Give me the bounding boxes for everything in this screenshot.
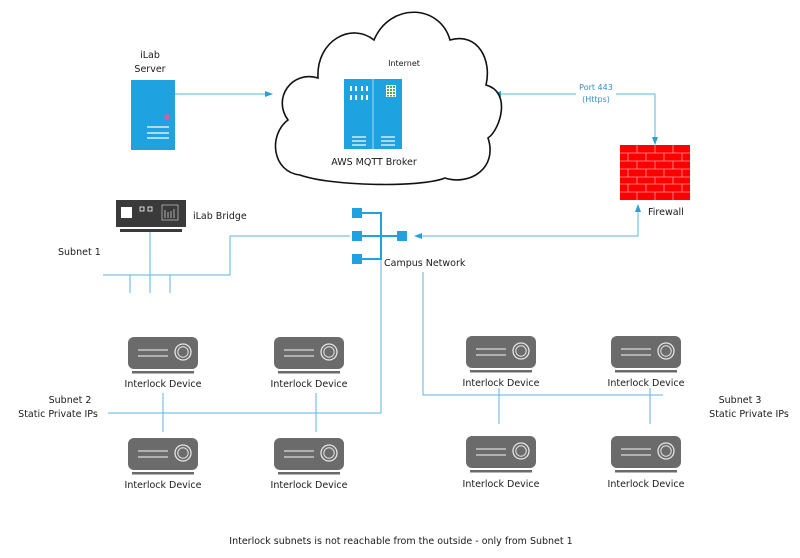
ilab-server-label-line2: Server xyxy=(134,64,165,75)
projector-device-icon xyxy=(610,435,682,474)
projector-device-icon xyxy=(273,437,345,476)
footer-note: Interlock subnets is not reachable from … xyxy=(229,536,572,547)
projector-device-icon xyxy=(127,336,199,375)
internet-label: Internet xyxy=(388,59,420,68)
subnet2-label-line2: Static Private IPs xyxy=(18,409,98,420)
device-label: Interlock Device xyxy=(608,378,685,389)
device-label: Interlock Device xyxy=(608,479,685,490)
server-rack-icon xyxy=(344,79,402,149)
interlock-device: Interlock Device xyxy=(608,435,685,490)
bridge-label: iLab Bridge xyxy=(193,211,247,222)
campus-network-label: Campus Network xyxy=(384,258,466,269)
interlock-device: Interlock Device xyxy=(608,335,685,389)
interlock-device: Interlock Device xyxy=(463,335,540,389)
port-label-line1: Port 443 xyxy=(579,83,613,92)
device-label: Interlock Device xyxy=(125,480,202,491)
subnet1-bus xyxy=(103,235,350,276)
server-icon xyxy=(131,80,175,150)
device-label: Interlock Device xyxy=(271,379,348,390)
interlock-device: Interlock Device xyxy=(463,435,540,490)
interlock-device: Interlock Device xyxy=(271,336,348,390)
interlock-device: Interlock Device xyxy=(125,336,202,390)
ilab-server: iLab Server xyxy=(131,50,175,150)
switch-to-firewall-link xyxy=(415,204,641,237)
subnet2-label-line1: Subnet 2 xyxy=(49,395,92,406)
projector-device-icon xyxy=(465,435,537,474)
internet-cloud: Internet AWS MQTT Broker xyxy=(274,11,503,186)
subnet3-bus xyxy=(422,272,663,396)
bridge-device-icon xyxy=(116,200,186,232)
subnet2-bus xyxy=(108,260,382,414)
campus-network-switch: Campus Network xyxy=(352,208,466,269)
subnet3-label-line1: Subnet 3 xyxy=(719,395,762,406)
interlock-device: Interlock Device xyxy=(271,437,348,491)
device-label: Interlock Device xyxy=(463,479,540,490)
broker-label: AWS MQTT Broker xyxy=(331,157,417,168)
projector-device-icon xyxy=(465,335,537,374)
firewall-label: Firewall xyxy=(648,207,684,218)
ilab-bridge: iLab Bridge xyxy=(116,200,247,232)
interlock-device: Interlock Device xyxy=(125,437,202,491)
projector-device-icon xyxy=(273,336,345,375)
ilab-server-label-line1: iLab xyxy=(140,50,160,61)
port-label-line2: (Https) xyxy=(582,95,610,104)
subnet3-label-line2: Static Private IPs xyxy=(709,409,789,420)
firewall: Firewall xyxy=(620,145,690,218)
firewall-icon xyxy=(620,145,690,200)
projector-device-icon xyxy=(127,437,199,476)
device-label: Interlock Device xyxy=(271,480,348,491)
projector-device-icon xyxy=(610,335,682,374)
device-label: Interlock Device xyxy=(125,379,202,390)
firewall-to-cloud-link xyxy=(493,91,656,134)
subnet1-label: Subnet 1 xyxy=(58,247,101,258)
device-label: Interlock Device xyxy=(463,378,540,389)
network-switch-icon xyxy=(352,208,407,264)
